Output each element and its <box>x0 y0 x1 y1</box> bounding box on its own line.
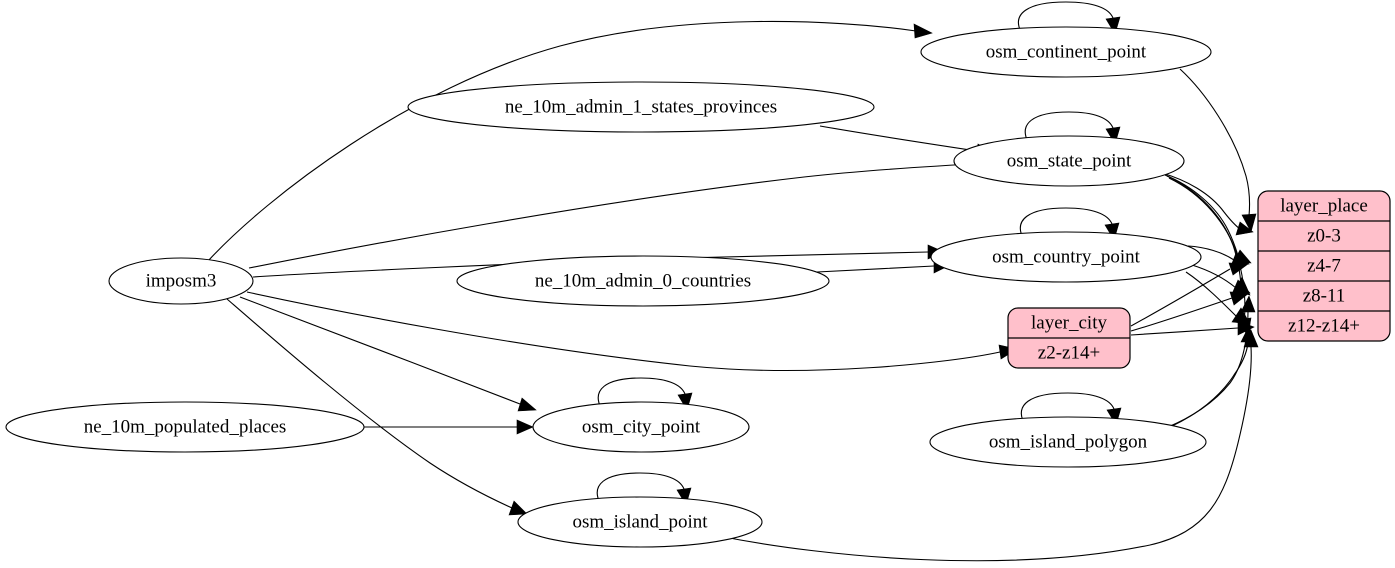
edge-imposm3-to-osm-city-point <box>239 296 537 412</box>
node-label-osm-island-polygon: osm_island_polygon <box>989 431 1148 452</box>
edge-layer-city-to-layer-place-z12-z14 <box>1130 320 1255 336</box>
node-osm-island-point[interactable]: osm_island_point <box>517 496 763 548</box>
node-osm-continent-point[interactable]: osm_continent_point <box>920 26 1212 78</box>
edge-osm-continent-point-to-layer-place-z0-3 <box>1179 68 1257 233</box>
node-osm-city-point[interactable]: osm_city_point <box>532 401 750 453</box>
edge-osm-state-point-to-layer-place-z0-3 <box>1161 172 1254 236</box>
record-layer-place-row-z4-7[interactable]: z4-7 <box>1307 255 1341 276</box>
self-loop-osm-continent-point <box>1018 1 1121 35</box>
node-osm-island-polygon[interactable]: osm_island_polygon <box>929 416 1207 468</box>
self-loop-osm-island-point <box>596 472 692 506</box>
edge-ne-admin0-to-osm-country-point <box>816 258 951 274</box>
node-label-osm-island-point: osm_island_point <box>572 511 708 532</box>
node-label-ne-10m-populated-places: ne_10m_populated_places <box>84 416 287 437</box>
edge-imposm3-to-osm-island-point <box>226 298 528 516</box>
self-loop-osm-city-point <box>597 377 693 411</box>
node-label-imposm3: imposm3 <box>146 270 217 291</box>
node-osm-country-point[interactable]: osm_country_point <box>930 231 1202 283</box>
self-loop-osm-country-point <box>1019 207 1120 241</box>
edge-osm-country-point-to-layer-place-z8-11 <box>1191 264 1251 295</box>
node-label-ne-10m-admin-0-countries: ne_10m_admin_0_countries <box>535 270 751 291</box>
record-layer-place-header: layer_place <box>1280 195 1368 216</box>
node-osm-state-point[interactable]: osm_state_point <box>953 135 1185 187</box>
node-ne-10m-admin-1-states-provinces[interactable]: ne_10m_admin_1_states_provinces <box>407 81 875 133</box>
node-label-osm-continent-point: osm_continent_point <box>986 41 1147 62</box>
edge-layer-city-to-layer-place-z8-11 <box>1130 291 1250 332</box>
node-label-osm-state-point: osm_state_point <box>1007 150 1132 171</box>
node-ne-10m-admin-0-countries[interactable]: ne_10m_admin_0_countries <box>456 255 830 307</box>
edge-imposm3-to-osm-state-point <box>248 155 1007 269</box>
edge-layer <box>207 1 1259 562</box>
self-loop-osm-island-polygon <box>1020 392 1122 426</box>
record-layer-city-row-z2-z14[interactable]: z2-z14+ <box>1038 342 1100 363</box>
record-layer-place-row-z8-11[interactable]: z8-11 <box>1303 285 1346 306</box>
edge-imposm3-to-osm-continent-point <box>207 20 933 262</box>
node-ne-10m-populated-places[interactable]: ne_10m_populated_places <box>5 401 365 453</box>
record-layer-place-row-z0-3[interactable]: z0-3 <box>1307 225 1341 246</box>
node-label-osm-city-point: osm_city_point <box>582 416 701 437</box>
self-loop-osm-state-point <box>1024 111 1121 145</box>
node-label-osm-country-point: osm_country_point <box>992 246 1140 267</box>
edge-ne-populated-to-osm-city-point <box>364 419 534 435</box>
record-layer-place[interactable]: layer_place z0-3 z4-7 z8-11 z12-z14+ <box>1257 190 1391 342</box>
edge-layer-city-to-layer-place-z4-7 <box>1130 262 1249 327</box>
edge-osm-island-polygon-to-layer-place-z12-z14 <box>1171 325 1256 427</box>
record-layer: layer_city z2-z14+ layer_place z0-3 z4-7… <box>1007 190 1391 369</box>
edge-osm-state-point-to-layer-place-z8-11 <box>1166 175 1251 296</box>
node-layer: imposm3 ne_10m_populated_places ne_10m_a… <box>5 26 1212 548</box>
edge-osm-island-point-to-layer-place-z12-z14 <box>718 329 1259 562</box>
record-layer-place-row-z12-z14[interactable]: z12-z14+ <box>1288 315 1360 336</box>
node-imposm3[interactable]: imposm3 <box>108 257 254 305</box>
record-layer-city[interactable]: layer_city z2-z14+ <box>1007 307 1131 369</box>
record-layer-city-header: layer_city <box>1031 312 1107 333</box>
node-label-ne-10m-admin-1-states-provinces: ne_10m_admin_1_states_provinces <box>505 96 777 117</box>
